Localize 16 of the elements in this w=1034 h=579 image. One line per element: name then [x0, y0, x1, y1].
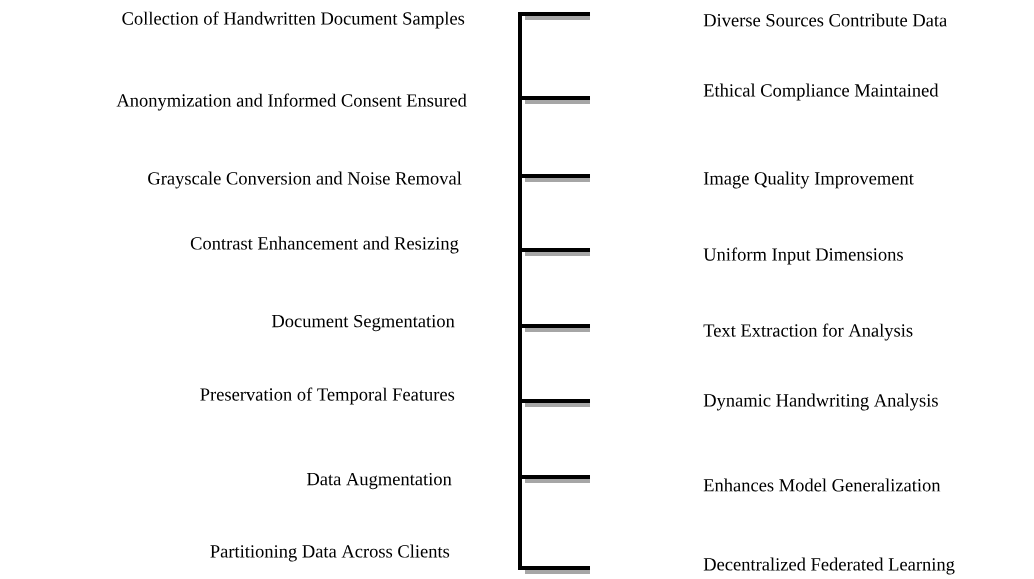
label-text: Partitioning Data Across Clients [210, 544, 450, 562]
label-text: Dynamic Handwriting Analysis [703, 393, 938, 411]
label-text: Ethical Compliance Maintained [703, 83, 939, 101]
label-text: Anonymization and Informed Consent Ensured [116, 93, 467, 111]
label-text: Image Quality Improvement [703, 171, 914, 189]
label-text: Data Augmentation [306, 472, 452, 490]
label-text: Collection of Handwritten Document Samples [122, 11, 465, 29]
label-text: Text Extraction for Analysis [703, 323, 913, 341]
label-text: Diverse Sources Contribute Data [703, 13, 947, 27]
label-text: Grayscale Conversion and Noise Removal [148, 171, 462, 189]
label-text: Preservation of Temporal Features [200, 387, 455, 405]
label-text: Contrast Enhancement and Resizing [190, 236, 459, 254]
label-text: Document Segmentation [271, 314, 455, 332]
label-text: Uniform Input Dimensions [703, 247, 903, 265]
label-text: Enhances Model Generalization [703, 478, 941, 492]
label-text: Decentralized Federated Learning [703, 557, 955, 575]
